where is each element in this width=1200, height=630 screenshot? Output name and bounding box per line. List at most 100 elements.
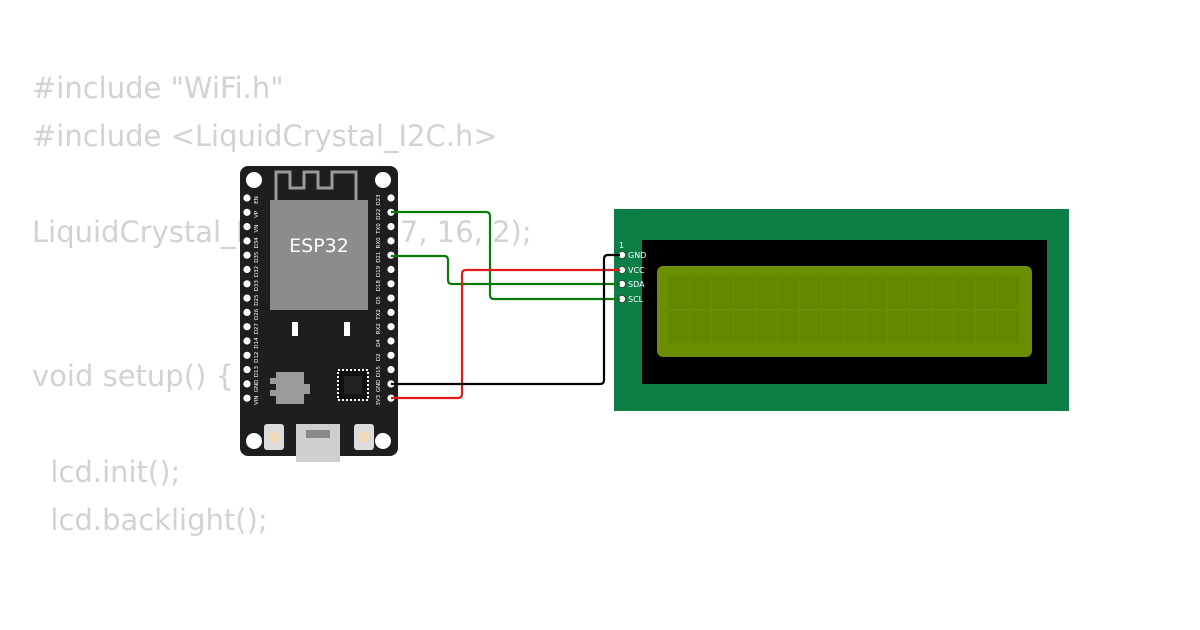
lcd-char-cell [844, 311, 865, 343]
code-line: #include <LiquidCrystal_I2C.h> [32, 119, 498, 153]
esp32-pin-label: D14 [254, 337, 260, 349]
esp32-pin-hole[interactable] [243, 294, 251, 302]
esp32-pin-hole[interactable] [243, 366, 251, 374]
esp32-pin-hole[interactable] [243, 394, 251, 402]
esp32-pin-hole[interactable] [243, 208, 251, 216]
lcd-pin-label: VCC [628, 266, 645, 275]
esp32-pin-label: D19 [376, 265, 382, 277]
esp32-pin-hole[interactable] [387, 351, 395, 359]
esp32-pin-label: 3V3 [376, 394, 382, 405]
mounting-hole [375, 172, 391, 188]
wire-vcc[interactable] [391, 268, 620, 400]
lcd-char-cell [998, 277, 1019, 309]
lcd-char-cell [690, 311, 711, 343]
esp32-pin-label: D26 [254, 308, 260, 320]
esp32-pin-hole[interactable] [243, 337, 251, 345]
lcd-char-cell [734, 277, 755, 309]
lcd-char-cell [932, 277, 953, 309]
esp32-pin-label: D35 [254, 251, 260, 263]
esp32-pin-label: D22 [376, 209, 382, 220]
esp32-pin-hole[interactable] [243, 280, 251, 288]
esp32-pin-hole[interactable] [243, 237, 251, 245]
lcd-char-cell [822, 277, 843, 309]
mounting-hole [246, 172, 262, 188]
esp32-pin-label: D23 [376, 194, 382, 206]
lcd-char-cell [910, 311, 931, 343]
wiring [391, 210, 620, 400]
boot-button[interactable] [264, 424, 284, 450]
lcd-char-cell [734, 311, 755, 343]
lcd-char-cell [998, 311, 1019, 343]
code-line: lcd.backlight(); [32, 503, 268, 537]
lcd-char-cell [888, 311, 909, 343]
esp32-pin-hole[interactable] [387, 366, 395, 374]
esp32-pin-hole[interactable] [243, 194, 251, 202]
lcd-char-cell [668, 277, 689, 309]
lcd-char-cell [712, 311, 733, 343]
esp32-pin-label: TX0 [376, 223, 382, 235]
esp32-pin-label: D18 [376, 280, 382, 292]
lcd-char-cell [932, 311, 953, 343]
esp32-pin-label: D25 [254, 294, 260, 306]
mounting-hole [246, 433, 262, 449]
esp32-pin-label: D5 [376, 296, 382, 304]
lcd-char-cell [866, 311, 887, 343]
lcd-pin1-marker: 1 [619, 241, 624, 250]
lcd-char-cell [756, 277, 777, 309]
esp32-pin-hole[interactable] [387, 323, 395, 331]
esp32-pin-label: D21 [376, 252, 382, 263]
esp32-pin-label: VP [254, 210, 260, 218]
code-line: void setup() { [32, 359, 234, 393]
esp32-pin-hole[interactable] [387, 308, 395, 316]
module-pad [344, 322, 350, 336]
antenna-trace [274, 170, 358, 200]
lcd-char-cell [976, 277, 997, 309]
esp32-pin-hole[interactable] [387, 237, 395, 245]
esp32-pin-label: GND [376, 380, 382, 393]
micro-usb-port[interactable] [296, 424, 340, 462]
esp32-pin-label: GND [254, 380, 260, 393]
esp32-pin-hole[interactable] [243, 323, 251, 331]
esp32-pin-hole[interactable] [243, 265, 251, 274]
esp32-pin-hole[interactable] [243, 308, 251, 316]
lcd-char-cell [976, 311, 997, 343]
lcd-character-grid [668, 277, 1019, 343]
esp32-pin-label: TX2 [376, 309, 382, 321]
esp32-pin-label: D15 [376, 365, 382, 377]
esp32-pin-label: D27 [254, 323, 260, 335]
esp32-pin-hole[interactable] [243, 380, 251, 388]
esp32-pin-hole[interactable] [243, 351, 251, 359]
esp32-module-shield [270, 200, 368, 310]
lcd-char-cell [844, 277, 865, 309]
esp32-pin-hole[interactable] [387, 265, 395, 274]
esp32-left-pin-header: ENVPVND34D35D32D33D25D26D27D14D12D13GNDV… [243, 194, 260, 405]
esp32-pin-hole[interactable] [387, 294, 395, 302]
esp32-pin-hole[interactable] [243, 251, 251, 259]
esp32-pin-hole[interactable] [387, 337, 395, 345]
esp32-pin-label: RX0 [376, 237, 382, 249]
usb-serial-chip [337, 369, 369, 401]
esp32-pin-label: D33 [254, 280, 260, 292]
wire-gnd[interactable] [391, 253, 620, 386]
reset-button[interactable] [354, 424, 374, 450]
lcd-pin-label: GND [628, 251, 646, 260]
esp32-pin-label: D32 [254, 266, 260, 277]
esp32-pin-hole[interactable] [387, 280, 395, 288]
lcd-char-cell [800, 311, 821, 343]
esp32-pin-label: D12 [254, 352, 260, 363]
esp32-pin-label: D34 [254, 237, 260, 249]
voltage-regulator [270, 372, 310, 404]
wire-scl[interactable] [391, 210, 620, 301]
lcd-char-cell [668, 311, 689, 343]
wire-sda[interactable] [391, 254, 620, 286]
esp32-pin-hole[interactable] [243, 223, 251, 231]
esp32-pin-label: D4 [376, 339, 382, 347]
lcd-char-cell [712, 277, 733, 309]
esp32-pin-hole[interactable] [387, 223, 395, 231]
esp32-pin-hole[interactable] [387, 194, 395, 202]
